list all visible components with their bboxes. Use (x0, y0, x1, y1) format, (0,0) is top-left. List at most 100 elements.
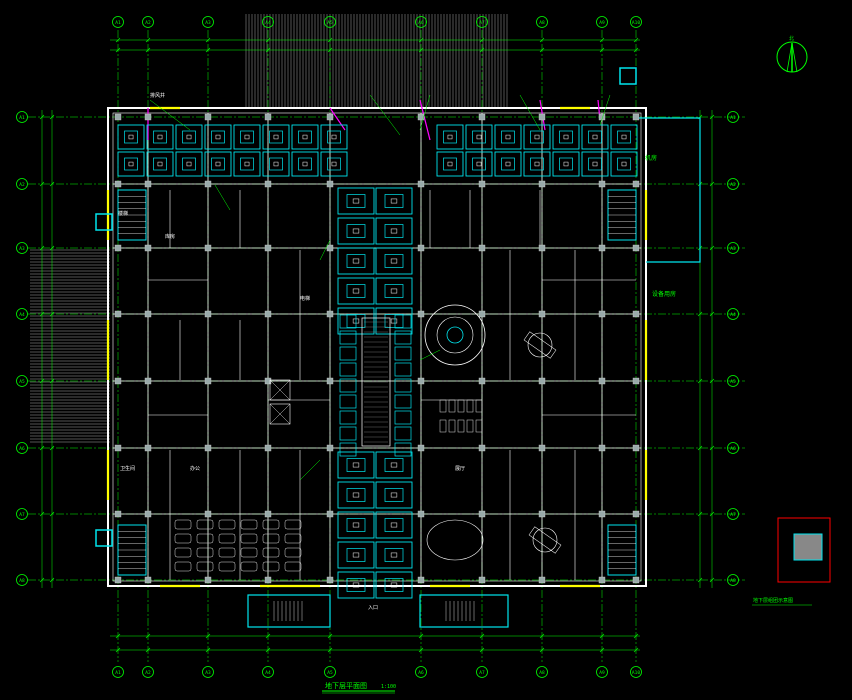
heating-coil (175, 124, 203, 150)
heating-coil (302, 161, 308, 167)
grid-bubble (324, 16, 336, 28)
dimension-tick (205, 47, 211, 53)
heating-coil (269, 157, 283, 171)
grid-bubble (16, 308, 28, 320)
heating-coil (291, 151, 319, 177)
heating-coil (447, 161, 453, 167)
table-seat (240, 561, 258, 572)
grid-bubble-label: A6 (418, 670, 424, 676)
heating-coil (375, 217, 413, 245)
fixture (475, 399, 483, 413)
drawing-title: 地下层平面图 (325, 681, 367, 690)
structural-column (598, 244, 606, 252)
drawing-scale: 1:100 (381, 684, 396, 690)
heating-coil (352, 582, 360, 588)
dimension-tick (709, 181, 715, 187)
dimension-tick (205, 633, 211, 639)
structural-column (632, 510, 640, 518)
structural-column (538, 244, 546, 252)
dimension-tick (205, 37, 211, 43)
structural-column (598, 576, 606, 584)
heating-coil (375, 247, 413, 275)
grid-bubble (324, 666, 336, 678)
heating-coil (384, 254, 404, 268)
heating-coil (128, 134, 134, 140)
table-seat (218, 533, 236, 544)
heating-coil (339, 314, 357, 329)
heating-coil (186, 161, 192, 167)
table-seat (240, 547, 258, 558)
structural-column (598, 444, 606, 452)
heating-coil (327, 157, 341, 171)
structural-column (264, 244, 272, 252)
structural-column (144, 510, 152, 518)
structural-column (598, 510, 606, 518)
heating-coil (262, 124, 290, 150)
dimension-tick (145, 47, 151, 53)
structural-column (114, 377, 122, 385)
structural-column (538, 377, 546, 385)
grid-bubble-label: A3 (205, 670, 211, 676)
heating-coil (320, 151, 348, 177)
dimension-tick (709, 577, 715, 583)
dimension-tick (539, 47, 545, 53)
grid-bubble (727, 178, 739, 190)
structural-column (326, 244, 334, 252)
fixture (448, 399, 456, 413)
structural-column (417, 244, 425, 252)
structural-column (114, 310, 122, 318)
leader-line (599, 94, 611, 126)
grid-bubble-label: A4 (265, 20, 271, 26)
grid-bubble-label: A7 (730, 512, 736, 518)
heating-coil (339, 378, 357, 393)
table-seat (174, 561, 192, 572)
dimension-tick (633, 37, 639, 43)
structural-column (598, 377, 606, 385)
heating-coil (352, 462, 360, 468)
room-label: 电梯 (300, 295, 310, 302)
heating-coil (182, 130, 196, 144)
room-label-group: 库房 设备用房 楼梯 电梯 卫生间 办公 展厅 机房 (118, 154, 676, 472)
heating-coil (346, 458, 366, 472)
equipment-symbol (523, 331, 557, 359)
exhaust-shaft (95, 529, 113, 547)
dimension-tick (115, 633, 121, 639)
table-seat (196, 533, 214, 544)
heating-coil (476, 161, 482, 167)
structural-column (417, 444, 425, 452)
structural-column (598, 310, 606, 318)
dimension-tick (418, 633, 424, 639)
heating-coil (621, 161, 627, 167)
pipe-riser (419, 99, 431, 141)
heating-coil (337, 187, 375, 215)
dimension-tick (709, 445, 715, 451)
dimension-tick (115, 37, 121, 43)
table-seat (196, 519, 214, 530)
heating-coil (352, 492, 360, 498)
heating-coil (346, 578, 366, 592)
fixture (457, 419, 465, 433)
grid-bubble-label: A9 (599, 670, 605, 676)
heating-coil (465, 151, 493, 177)
grid-bubble (727, 242, 739, 254)
key-plan: 地下层组团示意图 (752, 517, 831, 606)
table-seat (262, 519, 280, 530)
structural-column (204, 377, 212, 385)
dimension-tick (418, 37, 424, 43)
grid-bubble (727, 375, 739, 387)
supply-line (636, 117, 701, 263)
structural-column (538, 510, 546, 518)
table-seat (196, 547, 214, 558)
grid-bubble (536, 666, 548, 678)
heating-coil (621, 134, 627, 140)
dimension-tick (39, 245, 45, 251)
heating-coil (610, 124, 638, 150)
round-feature (436, 316, 474, 354)
heating-coil (384, 458, 404, 472)
heating-coil (472, 157, 486, 171)
dimension-tick (327, 47, 333, 53)
heating-coil (375, 451, 413, 479)
room-label: 展厅 (455, 466, 465, 472)
structural-column (114, 510, 122, 518)
